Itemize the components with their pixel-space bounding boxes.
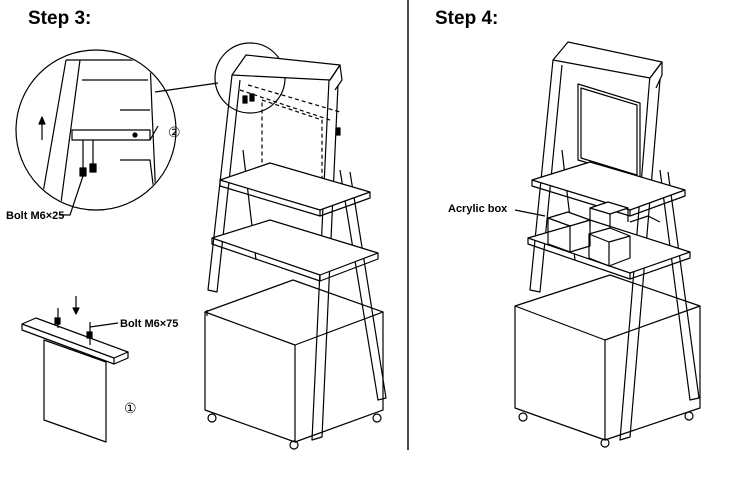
up-arrow-icon	[38, 116, 46, 140]
display-stand-step3	[204, 54, 387, 450]
step3-title: Step 3:	[28, 8, 92, 29]
zoom-leader-line	[154, 82, 219, 93]
bolt-m6x25-leader	[60, 175, 84, 216]
step4-title: Step 4:	[435, 8, 499, 29]
bolt-m6x25-pair	[79, 140, 97, 177]
acrylic-box-label: Acrylic box	[448, 203, 508, 215]
zoom-source-circle	[214, 42, 286, 114]
display-stand-step4	[514, 41, 701, 448]
bolt-m6x75-label: Bolt M6×75	[120, 318, 179, 330]
step3-marker-1: ①	[124, 400, 137, 416]
detail-zoom-circle	[15, 49, 177, 211]
sign-panel-with-bracket	[21, 296, 129, 443]
acrylic-box-group	[547, 201, 661, 267]
step3-marker-2: ②	[168, 124, 181, 140]
bolt-m6x25-label: Bolt M6×25	[6, 210, 65, 222]
